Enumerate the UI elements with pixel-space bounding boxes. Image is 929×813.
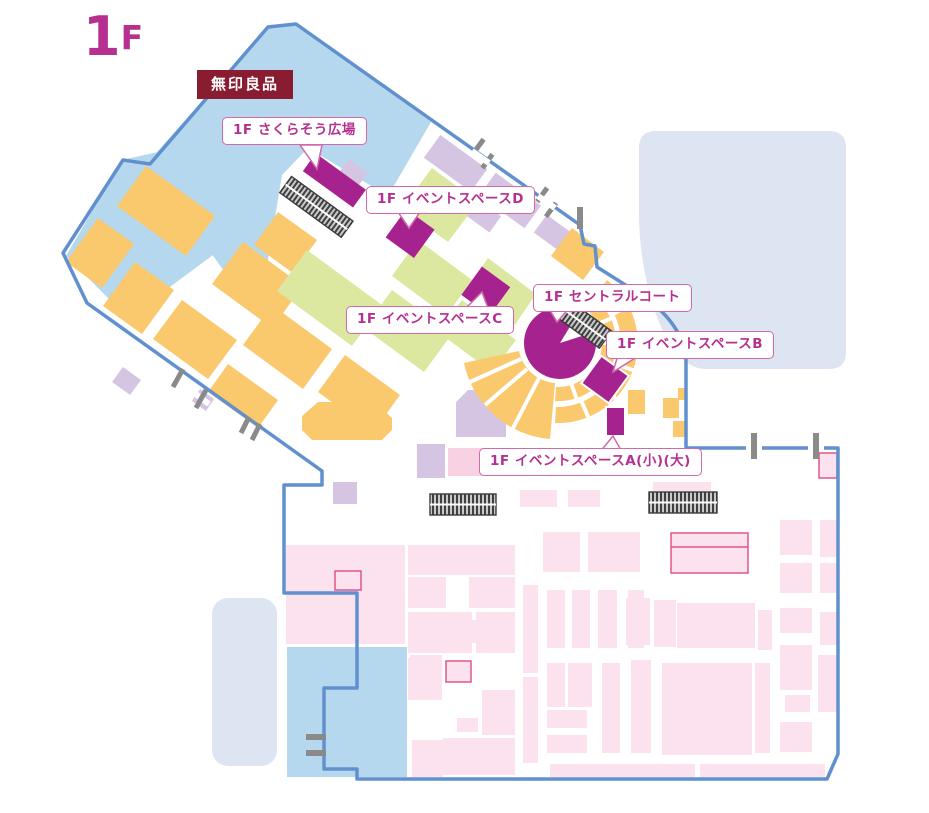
shop-block-pink [523,585,538,673]
shop-block-lavender [423,134,488,192]
shop-block-orange [117,166,215,256]
shop-block-orange [628,390,645,414]
shop-block-orange [103,262,174,334]
shop-block-orange [551,228,604,280]
shop-block-pink [568,490,600,507]
shop-block-pink [780,563,812,593]
pale-area-southwest [212,598,277,766]
floor-title: 1F [83,10,143,64]
shop-block-pink [469,577,515,608]
map-label-event-space-d[interactable]: 1F イベントスペースD [366,186,535,214]
entrance-mark [813,433,819,459]
shop-block-pink [755,663,770,753]
shop-block-orange [302,402,392,440]
shop-block-pink [547,590,565,648]
shop-block-pink [412,740,443,777]
escalator-hatch [278,175,354,239]
shop-block-pink [653,482,711,491]
shop-block-pink [523,677,538,763]
event-space-d[interactable] [385,209,435,258]
map-label-event-space-b[interactable]: 1F イベントスペースB [606,331,774,359]
shop-block-pink [820,563,837,593]
shop-block-pink [457,718,478,732]
shop-block-pink [543,532,580,572]
shop-block-orange [663,398,679,418]
shop-block-pink [602,663,620,753]
shop-block-orange [678,388,687,400]
entrance-mark [751,433,757,459]
floor-letter: F [120,18,144,57]
shop-block-pink [820,520,837,557]
entrance-mark [306,734,326,740]
shop-block-pink [408,545,515,575]
map-label-central-court[interactable]: 1F セントラルコート [533,284,692,312]
shop-block-pink-outlined [670,532,749,574]
map-label-event-space-a[interactable]: 1F イベントスペースA(小)(大) [479,448,702,476]
shop-block-pink [588,532,640,572]
shop-block-pink [457,620,510,643]
light-blue-area-south [287,647,407,777]
shop-block-orange [208,364,278,428]
entrance-mark [249,422,263,442]
store-badge-muji[interactable]: 無印良品 [197,70,294,99]
shop-block-pink [780,645,812,690]
shop-block-pink [410,620,453,643]
shop-block-lavender [112,367,141,395]
shop-block-pink [520,490,557,507]
shop-block-lavender [337,159,368,189]
shop-block-pink [443,738,515,775]
map-label-event-space-c[interactable]: 1F イベントスペースC [346,306,514,334]
shop-block-pink [598,590,617,648]
shop-block-pink [547,710,587,728]
shop-block-orange [254,212,317,273]
event-space-a[interactable] [605,406,626,437]
shop-block-lavender [333,482,357,504]
shop-block-pink [550,764,695,777]
shop-block-orange [243,305,332,389]
entrance-mark [238,415,252,435]
shop-block-lavender [533,214,572,251]
shop-block-pink [654,600,676,647]
shop-block-pink [662,663,752,755]
shop-block-pink [758,610,772,650]
shop-block-pink [818,655,837,712]
escalator-hatch [648,491,718,514]
shop-block-orange [153,300,237,379]
shop-block-pink-outlined [445,660,472,683]
shop-block-pink [626,598,650,645]
shop-block-lavender [417,444,445,478]
shop-block-pink [820,612,837,645]
shop-block-pink [482,690,515,735]
escalator-hatch [429,493,497,516]
entrance-mark [306,750,326,756]
shop-block-pink [700,764,825,777]
shop-block-pink [547,663,565,707]
shop-block-pink [547,735,587,753]
shop-block-orange [212,242,303,328]
floor-number: 1 [83,5,121,68]
shop-block-pink [780,722,812,752]
shop-block-pink [631,660,651,753]
shop-block-orange [66,218,134,288]
shop-block-pink [408,577,446,608]
shop-block-pink [572,590,590,648]
entrance-mark [193,388,209,410]
shop-block-green [392,240,472,316]
shop-block-pink [780,520,812,555]
shop-block-pink [780,608,812,633]
label-tail [298,144,323,171]
shop-block-pink [785,695,810,712]
event-space-sakuraso-stage[interactable] [302,153,366,208]
shop-block-pink [677,603,755,648]
shop-block-pink [568,663,592,707]
shop-block-pink-outlined [818,452,838,479]
shop-block-orange [673,421,686,437]
shop-block-pink [410,655,442,700]
entrance-mark [577,207,583,229]
entrance-mark [170,367,186,389]
shop-block-pink-outlined [334,570,362,591]
map-label-sakuraso-plaza[interactable]: 1F さくらそう広場 [222,117,367,145]
